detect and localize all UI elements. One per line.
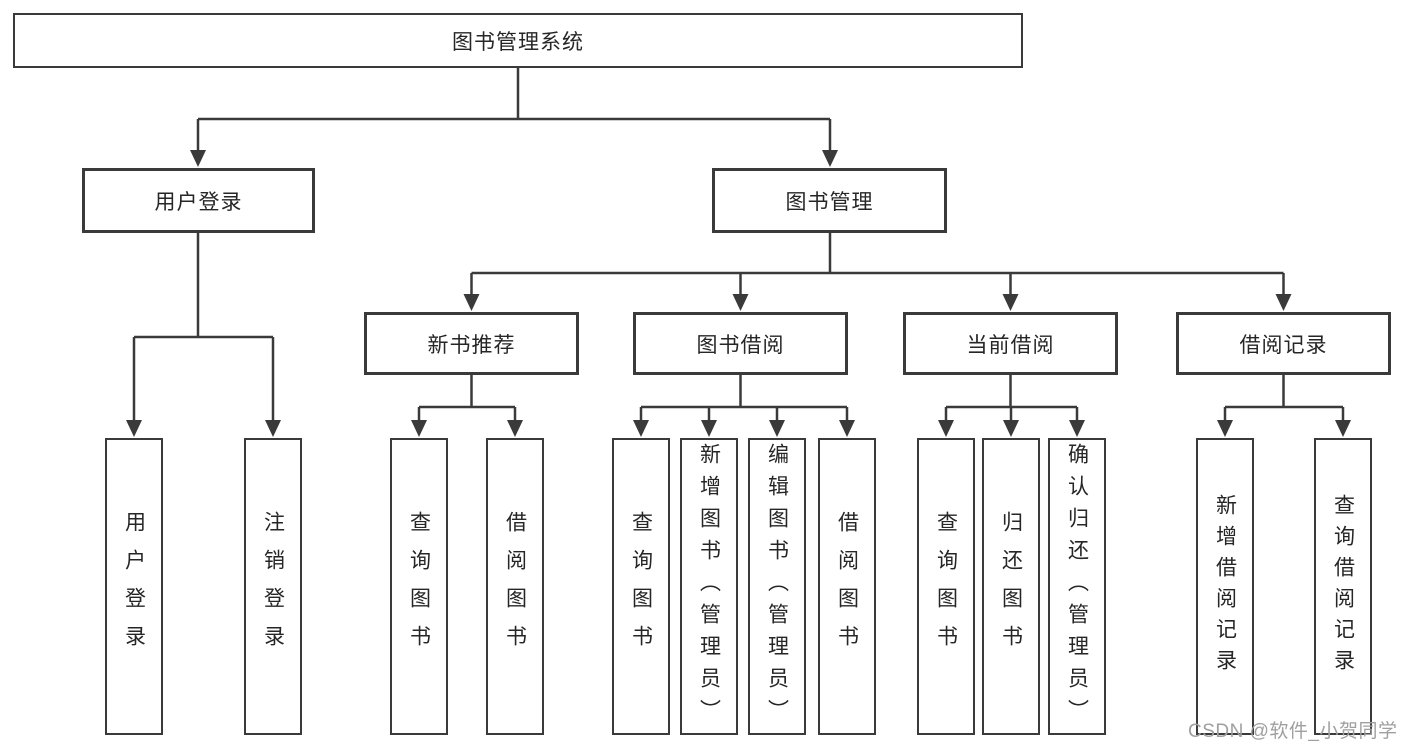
leaf-query-books-recommend: 查询图书 [390, 438, 448, 735]
leaf-edit-books-admin: 编辑图书（管理员） [748, 438, 806, 735]
node-label: 新增借阅记录 [1213, 493, 1237, 680]
node-label: 借阅记录 [1239, 333, 1328, 357]
node-label: 图书借阅 [696, 333, 785, 357]
node-label: 图书管理 [785, 190, 874, 214]
leaf-logout: 注销登录 [244, 438, 302, 735]
node-label: 归还图书 [999, 510, 1023, 663]
node-label: 借阅图书 [835, 510, 859, 663]
leaf-user-login: 用户登录 [105, 438, 163, 735]
node-root-system: 图书管理系统 [13, 13, 1023, 68]
leaf-confirm-return-admin: 确认归还（管理员） [1048, 438, 1106, 735]
leaf-query-books-current: 查询图书 [917, 438, 975, 735]
node-label: 借阅图书 [503, 510, 527, 663]
leaf-add-borrow-record: 新增借阅记录 [1196, 438, 1254, 735]
leaf-query-borrow-record: 查询借阅记录 [1314, 438, 1372, 735]
node-label: 查询图书 [407, 510, 431, 663]
node-label: 新书推荐 [427, 333, 516, 357]
leaf-return-books: 归还图书 [982, 438, 1040, 735]
node-label: 确认归还（管理员） [1065, 442, 1089, 731]
leaf-borrow-books-recommend: 借阅图书 [486, 438, 544, 735]
node-new-book-recommendation: 新书推荐 [364, 312, 579, 375]
node-label: 查询图书 [934, 510, 958, 663]
node-user-login-module: 用户登录 [82, 168, 315, 233]
leaf-query-books-borrowing: 查询图书 [612, 438, 670, 735]
node-label: 当前借阅 [966, 333, 1055, 357]
node-label: 查询借阅记录 [1331, 493, 1355, 680]
node-current-borrowing: 当前借阅 [903, 312, 1118, 375]
leaf-borrow-books: 借阅图书 [818, 438, 876, 735]
csdn-watermark: CSDN @软件_小贺同学 [1188, 721, 1398, 742]
node-label: 编辑图书（管理员） [765, 442, 789, 731]
leaf-add-books-admin: 新增图书（管理员） [680, 438, 738, 735]
node-label: 新增图书（管理员） [697, 442, 721, 731]
node-borrowing-records: 借阅记录 [1176, 312, 1391, 375]
node-label: 用户登录 [122, 510, 146, 663]
node-label: 查询图书 [629, 510, 653, 663]
node-label: 图书管理系统 [452, 30, 584, 54]
node-book-borrowing: 图书借阅 [633, 312, 848, 375]
node-label: 用户登录 [154, 190, 243, 214]
node-book-management-module: 图书管理 [712, 168, 947, 233]
node-label: 注销登录 [261, 510, 285, 663]
